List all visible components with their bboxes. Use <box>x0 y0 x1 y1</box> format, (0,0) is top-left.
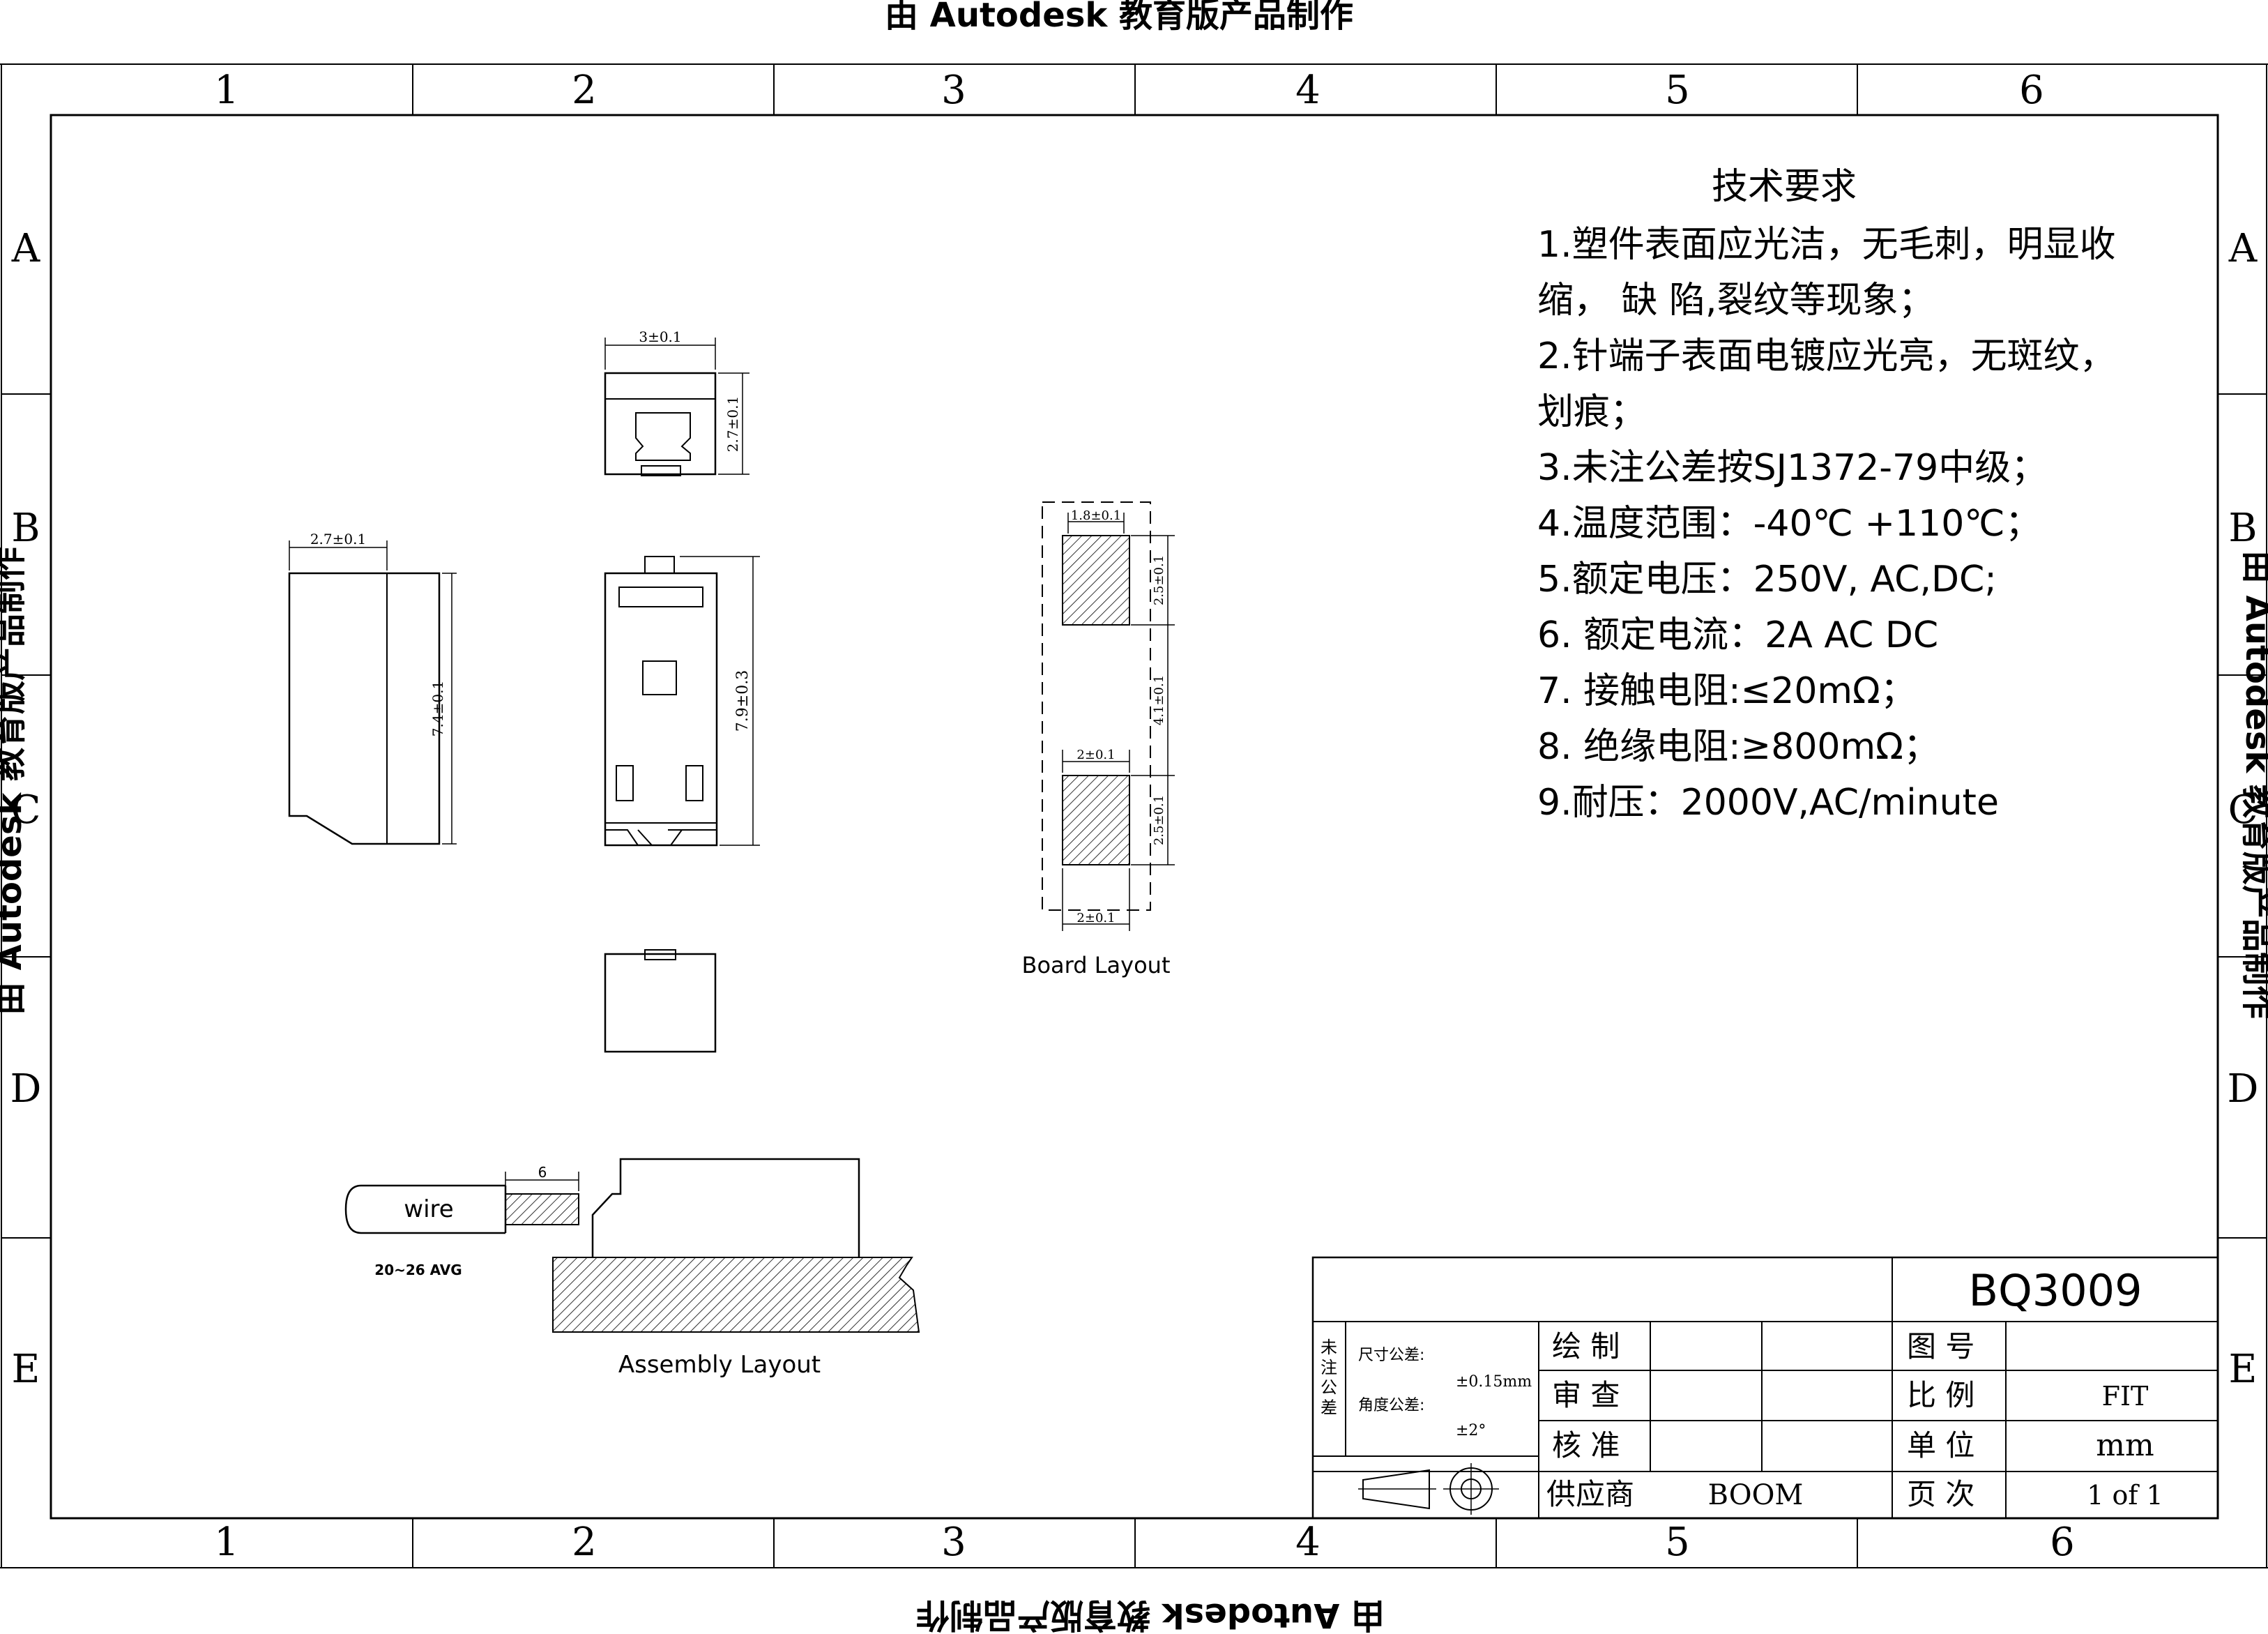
col-label-bottom: 2 <box>572 1520 597 1565</box>
dim-wire-strip: 6 <box>538 1164 547 1181</box>
col-label-bottom: 3 <box>941 1520 966 1565</box>
tech-requirement-line: 1.塑件表面应光洁，无毛刺，明显收 <box>1537 224 2116 266</box>
supplier-value: BOOM <box>1708 1479 1804 1511</box>
tech-requirement-line: 7. 接触电阻:≤20mΩ； <box>1537 670 1917 712</box>
projection-symbol-icon <box>1358 1463 1499 1515</box>
unit-value: mm <box>2096 1428 2154 1463</box>
tech-requirement-line: 5.额定电压：250V, AC,DC; <box>1537 559 1997 600</box>
assembly-layout-label: Assembly Layout <box>618 1351 821 1379</box>
dim-board-pad-width: 2±0.1 <box>1076 748 1115 762</box>
dim-board-pad1: 2.5±0.1 <box>1152 555 1166 605</box>
col-label-bottom: 1 <box>214 1520 239 1565</box>
unit-label: 单 位 <box>1907 1428 1974 1462</box>
assembly-layout: wire 6 20~26 AVG Assembly Layout <box>344 1158 920 1379</box>
checked-label: 审 查 <box>1552 1378 1620 1412</box>
dim-tol-value: ±0.15mm <box>1456 1373 1532 1391</box>
dim-board-width-bottom: 2±0.1 <box>1076 911 1115 925</box>
ang-tol-value: ±2° <box>1456 1422 1486 1439</box>
dim-board-gap: 4.1±0.1 <box>1152 675 1166 725</box>
page-label: 页 次 <box>1907 1477 1974 1511</box>
col-label: 6 <box>2019 68 2044 113</box>
drawn-label: 绘 制 <box>1552 1329 1620 1363</box>
sheet-frame <box>0 63 2268 1568</box>
watermark-right: 由 Autodesk 教育版产品制作 <box>2238 550 2268 1019</box>
wire-label: wire <box>404 1195 453 1223</box>
row-label-right: D <box>2228 1066 2259 1112</box>
part-number: BQ3009 <box>1968 1265 2142 1316</box>
row-label-right: C <box>2228 787 2258 833</box>
part-bottom-view <box>604 949 717 1053</box>
page-value: 1 of 1 <box>2087 1480 2163 1511</box>
row-label-right: B <box>2228 506 2257 551</box>
tech-requirement-line: 划痕； <box>1537 391 1646 433</box>
watermark-top: 由 Autodesk 教育版产品制作 <box>885 0 1353 35</box>
tolerance-heading-char: 未注公差 <box>1321 1338 1337 1417</box>
tech-requirements: 技术要求 1.塑件表面应光洁，无毛刺，明显收 缩， 缺 陷,裂纹等现象； 2.针… <box>1537 166 2116 824</box>
dim-front-height: 7.9±0.3 <box>734 670 752 732</box>
scale-value: FIT <box>2102 1381 2149 1412</box>
tech-requirement-line: 3.未注公差按SJ1372-79中级； <box>1537 447 2047 489</box>
tech-requirement-line: 6. 额定电流：2A AC DC <box>1537 614 1938 656</box>
tech-requirement-line: 4.温度范围：-40℃ +110℃； <box>1537 503 2041 545</box>
part-front-view: 7.9±0.3 <box>604 556 760 847</box>
dim-board-pad2: 2.5±0.1 <box>1152 795 1166 845</box>
board-layout: 1.8±0.1 2.5±0.1 4.1±0.1 2.5±0.1 2±0.1 2±… <box>1022 501 1175 978</box>
row-label: C <box>11 787 41 833</box>
row-label: B <box>11 506 40 551</box>
board-layout-label: Board Layout <box>1022 952 1171 978</box>
row-label-right: E <box>2229 1347 2258 1392</box>
tech-requirements-title: 技术要求 <box>1712 166 1857 208</box>
drawing-no-label: 图 号 <box>1907 1329 1974 1363</box>
col-label: 1 <box>214 68 239 113</box>
col-label: 2 <box>572 68 597 113</box>
tech-requirement-line: 2.针端子表面电镀应光亮，无斑纹， <box>1537 335 2116 377</box>
tech-requirement-line: 9.耐压：2000V,AC/minute <box>1537 782 1999 824</box>
scale-label: 比 例 <box>1907 1378 1974 1412</box>
approved-label: 核 准 <box>1552 1428 1620 1462</box>
title-block: BQ3009 未注公差 尺寸公差: ±0.15mm 角度公差: ±2° 绘 制 … <box>1311 1256 2219 1520</box>
tech-requirement-line: 8. 绝缘电阻:≥800mΩ； <box>1537 726 1940 768</box>
col-label-bottom: 6 <box>2050 1520 2075 1565</box>
watermark-bottom: 由 Autodesk 教育版产品制作 <box>916 1596 1385 1634</box>
tech-requirement-line: 缩， 缺 陷,裂纹等现象； <box>1537 280 1935 321</box>
dim-side-width: 2.7±0.1 <box>310 531 366 547</box>
col-label: 3 <box>941 68 966 113</box>
watermark-left: 由 Autodesk 教育版产品制作 <box>0 547 29 1015</box>
col-label: 4 <box>1295 68 1321 113</box>
ang-tol-label: 角度公差: <box>1358 1397 1424 1414</box>
col-label-bottom: 5 <box>1665 1520 1690 1565</box>
dim-top-height: 2.7±0.1 <box>724 396 741 452</box>
zone-labels: 1 2 3 4 5 6 1 2 3 4 5 6 A B C D E A B C … <box>10 68 2259 1565</box>
row-label: E <box>12 1347 40 1392</box>
row-label-right: A <box>2228 226 2258 271</box>
dim-side-height: 7.4±0.1 <box>429 681 446 736</box>
dim-board-width-top: 1.8±0.1 <box>1071 508 1121 523</box>
row-label: D <box>10 1066 42 1112</box>
part-top-view: 3±0.1 2.7±0.1 <box>604 328 749 476</box>
col-label: 5 <box>1665 68 1690 113</box>
dim-tol-label: 尺寸公差: <box>1358 1347 1424 1364</box>
awg-label: 20~26 AVG <box>374 1262 462 1278</box>
dim-top-width: 3±0.1 <box>639 328 681 345</box>
part-side-view: 2.7±0.1 7.4±0.1 <box>288 531 457 845</box>
row-label: A <box>11 226 40 271</box>
col-label-bottom: 4 <box>1295 1520 1321 1565</box>
supplier-label: 供应商 <box>1546 1477 1634 1511</box>
